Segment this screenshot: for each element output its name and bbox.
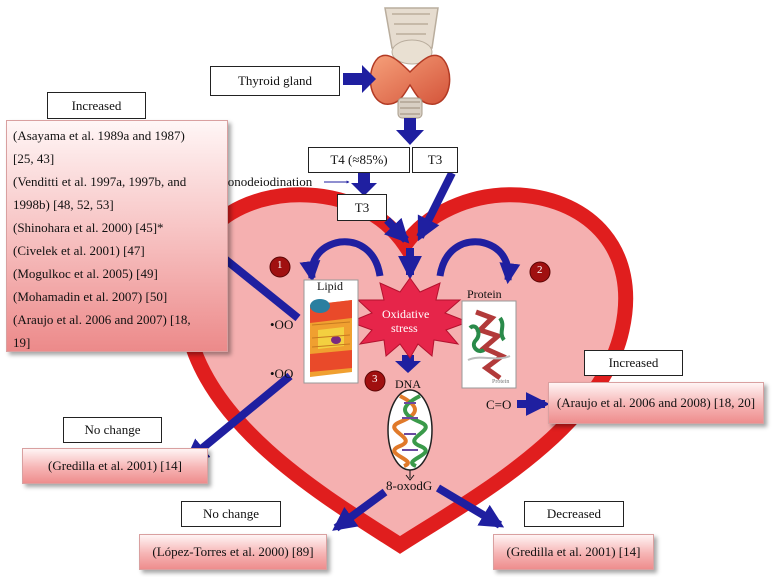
reference-item: (Asayama et al. 1989a and 1987)	[13, 128, 185, 143]
arrow-dna-to-nochange	[332, 488, 388, 532]
arrow-label-to-thyroid	[343, 65, 376, 93]
badge-protein-number: 2	[537, 264, 543, 276]
protein-increased-header: Increased	[584, 350, 683, 376]
arrow-dna-to-8oxodg	[405, 470, 415, 481]
reference-item: 1998b) [48, 52, 53]	[13, 197, 114, 212]
badge-lipid	[269, 256, 291, 278]
dna-helix-image	[387, 389, 433, 471]
badges	[269, 256, 551, 392]
thyroid-gland-label: Thyroid gland	[210, 66, 340, 96]
badge-lipid-number: 1	[277, 259, 283, 271]
lipid-radical-bottom: •OO	[270, 366, 294, 381]
lipid-label: Lipid	[317, 279, 343, 293]
reference-item: 19]	[13, 335, 31, 350]
arrow-lipid-to-nochange	[184, 372, 293, 464]
dna-product-8oxodg: 8-oxodG	[386, 478, 433, 493]
arrow-t3-to-heart	[384, 217, 410, 244]
dna-nochange-header: No change	[181, 501, 281, 527]
arrow-t4-to-t3	[351, 173, 377, 196]
curved-arrow-to-lipid	[299, 238, 384, 283]
thyroid-gland-illustration	[369, 7, 451, 119]
reference-item: (Civelek et al. 2001) [47]	[13, 243, 145, 258]
protein-structure-image	[461, 300, 517, 389]
badge-dna-number: 3	[372, 373, 378, 385]
reference-item: (Venditti et al. 1997a, 1997b, and	[13, 174, 187, 189]
oxidative-stress-line1: Oxidative	[382, 307, 430, 321]
protein-increased-reference: (Araujo et al. 2006 and 2008) [18, 20]	[548, 382, 764, 424]
dna-nochange-reference: (López-Torres et al. 2000) [89]	[139, 534, 327, 570]
lipid-nochange-header: No change	[63, 417, 162, 443]
oxidative-stress-line2: stress	[391, 321, 418, 335]
monodeiodination-label: 5′-monodeiodination	[204, 174, 313, 189]
dna-decreased-header: Decreased	[524, 501, 624, 527]
arrow-t3right-to-heart	[416, 171, 456, 242]
left-panel-header: Increased	[47, 92, 146, 119]
reference-item: (Mohamadin et al. 2007) [50]	[13, 289, 168, 304]
reference-item: [25, 43]	[13, 151, 55, 166]
arrow-thyroid-down	[396, 118, 424, 145]
lipid-nochange-reference: (Gredilla et al. 2001) [14]	[22, 448, 208, 484]
reference-item: (Araujo et al. 2006 and 2007) [18,	[13, 312, 191, 327]
t3-lower-box: T3	[337, 194, 387, 221]
protein-carbonyl: C=O	[486, 397, 512, 412]
lipid-membrane-image	[303, 279, 359, 384]
lipid-radical-top: •OO	[270, 317, 294, 332]
t3-right-box: T3	[412, 147, 458, 173]
badge-dna	[364, 370, 386, 392]
badge-protein	[529, 261, 551, 283]
reference-item: (Mogulkoc et al. 2005) [49]	[13, 266, 158, 281]
t4-box: T4 (≈85%)	[308, 147, 410, 173]
dna-label: DNA	[395, 377, 421, 391]
dna-decreased-reference: (Gredilla et al. 2001) [14]	[493, 534, 654, 570]
arrow-dna-to-decreased	[435, 484, 505, 529]
arrow-stress-to-dna	[395, 355, 421, 373]
protein-image-caption: Protein	[492, 379, 510, 385]
left-panel-reference-list: (Asayama et al. 1989a and 1987) [25, 43]…	[6, 120, 228, 352]
reference-item: (Shinohara et al. 2000) [45]*	[13, 220, 164, 235]
protein-label: Protein	[467, 287, 502, 301]
curved-arrow-to-protein	[436, 238, 521, 285]
